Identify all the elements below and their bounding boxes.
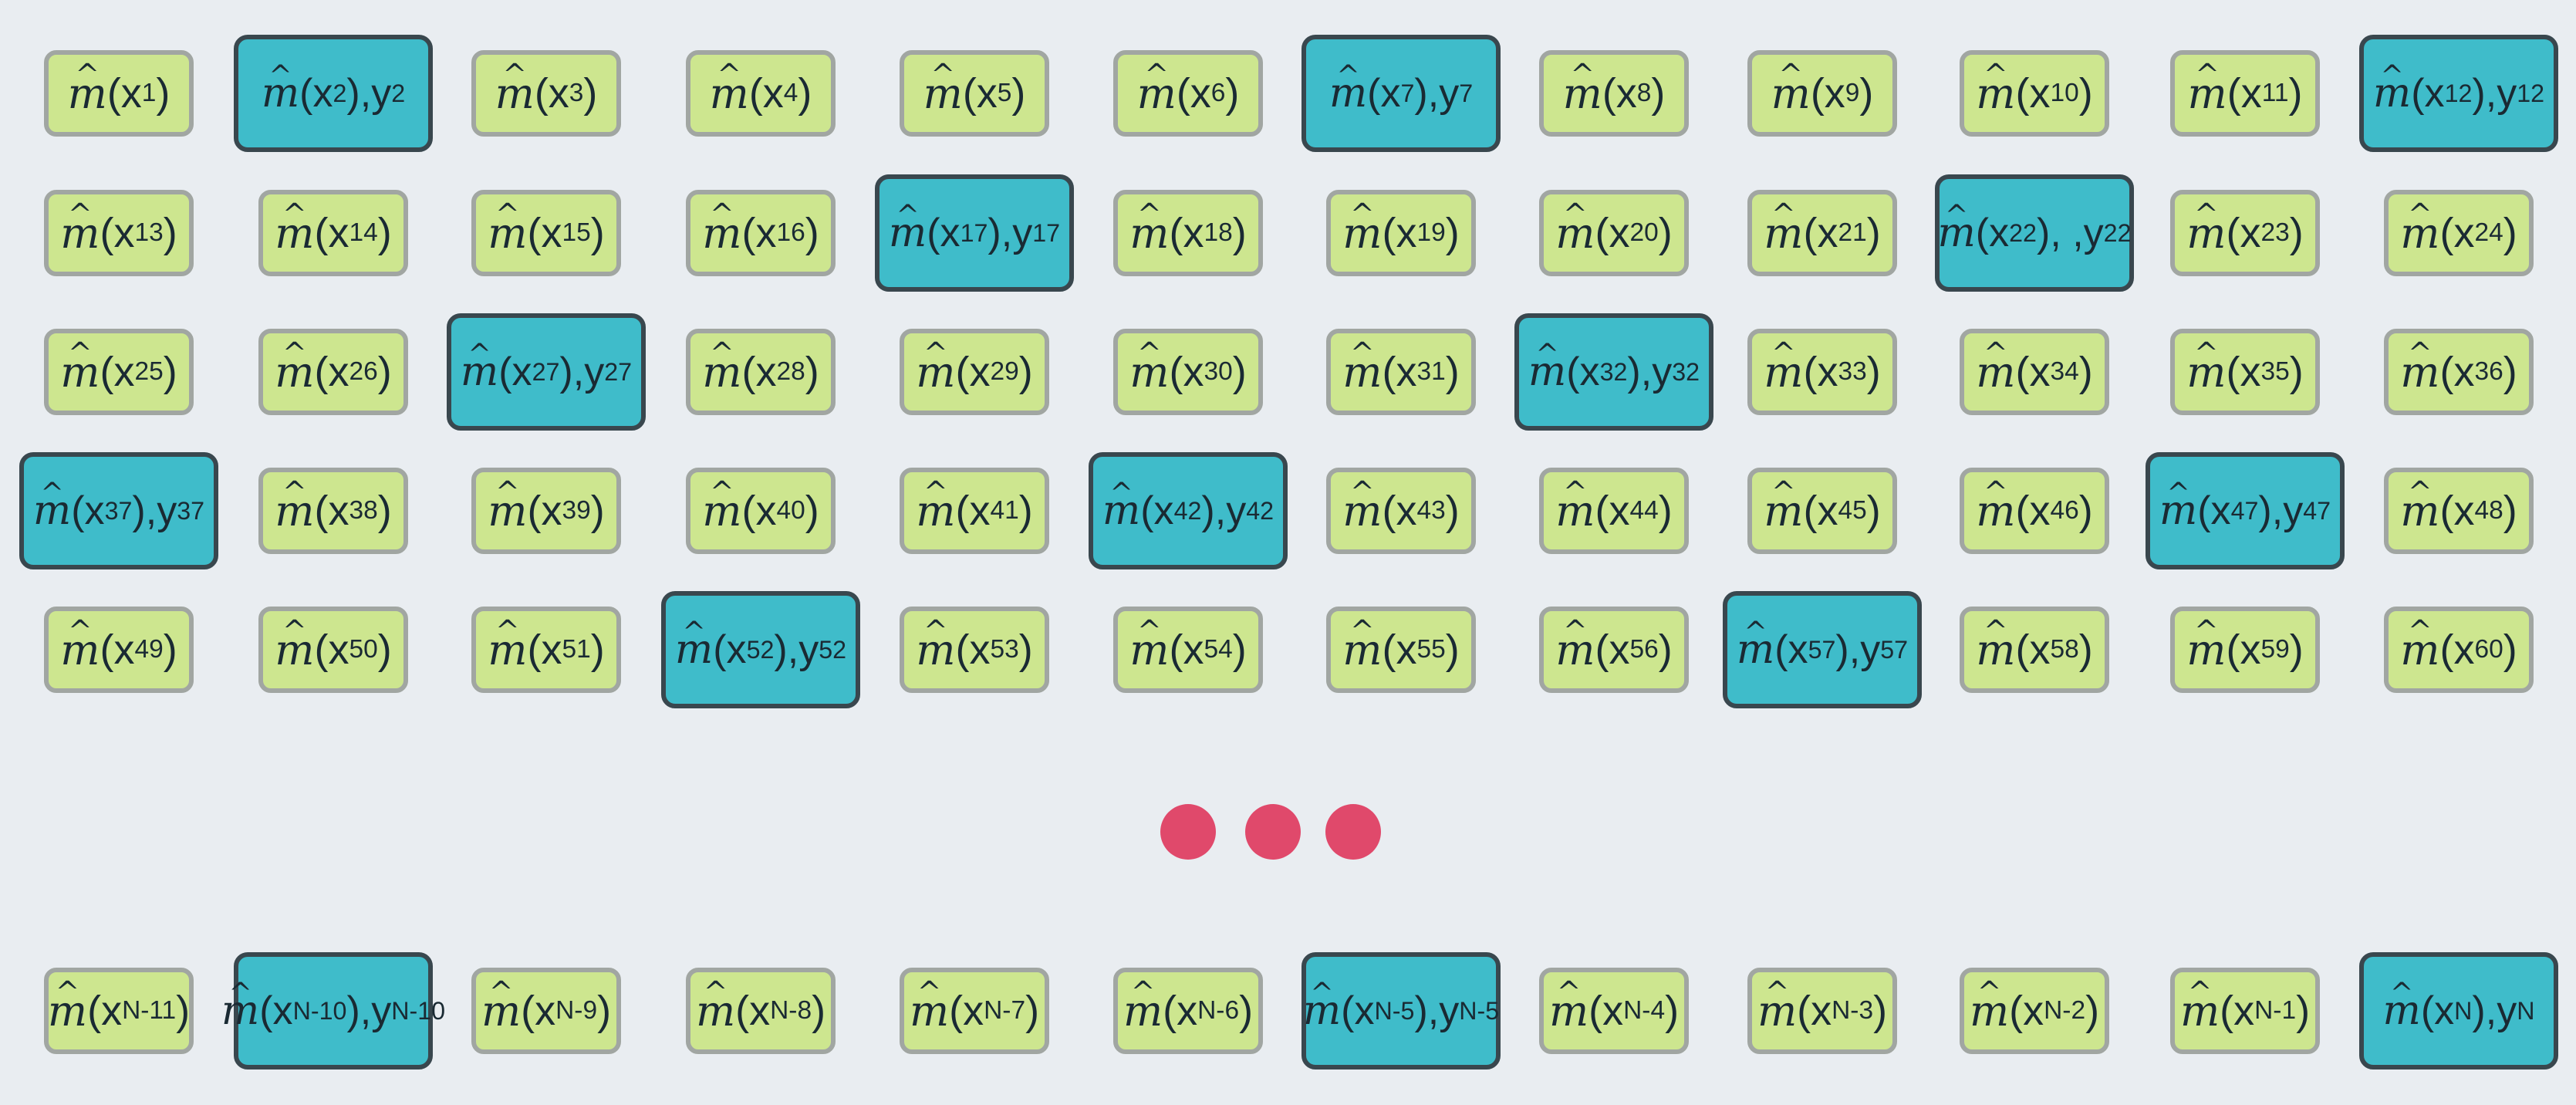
prediction-box: m(x24): [2384, 190, 2534, 276]
prediction-box: m(x51): [471, 607, 621, 693]
ellipsis-dot: [1160, 804, 1216, 860]
prediction-box: m(x60): [2384, 607, 2534, 693]
prediction-box: m(x5): [900, 50, 1049, 137]
labeled-prediction-box: m(x17),y17: [875, 174, 1074, 292]
labeled-prediction-box: m(x7),y7: [1302, 35, 1501, 152]
prediction-box: m(x21): [1747, 190, 1897, 276]
prediction-box: m(x29): [900, 329, 1049, 415]
prediction-box: m(xN-1): [2170, 968, 2320, 1054]
prediction-box: m(x53): [900, 607, 1049, 693]
prediction-box: m(x4): [686, 50, 836, 137]
prediction-box: m(x14): [258, 190, 408, 276]
labeled-prediction-box: m(xN-5),yN-5: [1302, 952, 1501, 1070]
labeled-prediction-box: m(x47),y47: [2146, 452, 2345, 569]
prediction-box: m(x43): [1326, 468, 1476, 554]
prediction-box: m(x6): [1113, 50, 1263, 137]
prediction-box: m(x34): [1960, 329, 2109, 415]
prediction-box: m(x30): [1113, 329, 1263, 415]
prediction-box: m(x54): [1113, 607, 1263, 693]
labeled-prediction-box: m(xN-10),yN-10: [221, 952, 445, 1070]
labeled-prediction-box: m(x27),y27: [447, 313, 646, 431]
prediction-box: m(x18): [1113, 190, 1263, 276]
prediction-box: m(x44): [1539, 468, 1689, 554]
prediction-box: m(x35): [2170, 329, 2320, 415]
prediction-box: m(x19): [1326, 190, 1476, 276]
prediction-box: m(xN-11): [44, 968, 194, 1054]
prediction-box: m(x9): [1747, 50, 1897, 137]
prediction-box: m(x1): [44, 50, 194, 137]
labeled-prediction-box: m(x52),y52: [661, 591, 860, 708]
prediction-box: m(xN-6): [1113, 968, 1263, 1054]
prediction-box: m(x10): [1960, 50, 2109, 137]
prediction-box: m(x59): [2170, 607, 2320, 693]
prediction-box: m(xN-3): [1747, 968, 1897, 1054]
prediction-box: m(x13): [44, 190, 194, 276]
prediction-box: m(x45): [1747, 468, 1897, 554]
prediction-box: m(x40): [686, 468, 836, 554]
prediction-box: m(x15): [471, 190, 621, 276]
prediction-box: m(x48): [2384, 468, 2534, 554]
prediction-box: m(x28): [686, 329, 836, 415]
labeled-prediction-box: m(x32),y32: [1514, 313, 1713, 431]
prediction-box: m(xN-2): [1960, 968, 2109, 1054]
prediction-box: m(x38): [258, 468, 408, 554]
labeled-prediction-box: m(x22), ,y22: [1935, 174, 2134, 292]
prediction-box: m(x55): [1326, 607, 1476, 693]
prediction-box: m(xN-4): [1539, 968, 1689, 1054]
prediction-box: m(x39): [471, 468, 621, 554]
prediction-box: m(x50): [258, 607, 408, 693]
labeled-prediction-box: m(x12),y12: [2359, 35, 2558, 152]
prediction-box: m(x46): [1960, 468, 2109, 554]
prediction-box: m(xN-8): [686, 968, 836, 1054]
labeled-prediction-box: m(x37),y37: [19, 452, 218, 569]
labeled-prediction-box: m(x42),y42: [1089, 452, 1288, 569]
prediction-box: m(x11): [2170, 50, 2320, 137]
prediction-box: m(x16): [686, 190, 836, 276]
prediction-box: m(x25): [44, 329, 194, 415]
labeled-prediction-box: m(xN),yN: [2359, 952, 2558, 1070]
prediction-box: m(x8): [1539, 50, 1689, 137]
prediction-box: m(x26): [258, 329, 408, 415]
ellipsis-dot: [1325, 804, 1381, 860]
labeled-prediction-box: m(x57),y57: [1723, 591, 1922, 708]
prediction-box: m(x58): [1960, 607, 2109, 693]
prediction-box: m(x20): [1539, 190, 1689, 276]
prediction-box: m(x41): [900, 468, 1049, 554]
prediction-box: m(x23): [2170, 190, 2320, 276]
prediction-box: m(xN-9): [471, 968, 621, 1054]
prediction-box: m(x33): [1747, 329, 1897, 415]
prediction-box: m(x31): [1326, 329, 1476, 415]
prediction-box: m(x3): [471, 50, 621, 137]
prediction-box: m(xN-7): [900, 968, 1049, 1054]
prediction-box: m(x49): [44, 607, 194, 693]
prediction-box: m(x36): [2384, 329, 2534, 415]
prediction-box: m(x56): [1539, 607, 1689, 693]
labeled-prediction-box: m(x2),y2: [234, 35, 433, 152]
ellipsis-dot: [1245, 804, 1301, 860]
